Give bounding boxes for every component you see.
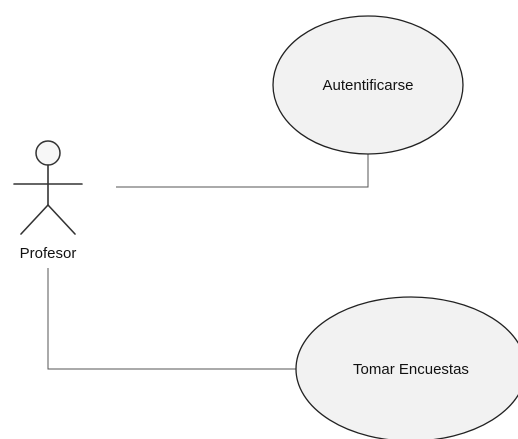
association-line-tomar-encuestas [47,268,296,370]
actor-label: Profesor [20,245,77,262]
usecase-autentificarse[interactable]: Autentificarse [272,15,464,155]
actor-profesor[interactable]: Profesor [13,140,83,262]
usecase-ellipse [272,15,464,155]
actor-left-leg [20,204,49,235]
usecase-ellipse [295,296,518,439]
actor-head [35,140,61,166]
usecase-label: Autentificarse [323,77,414,94]
usecase-tomar-encuestas[interactable]: Tomar Encuestas [295,296,518,439]
association-line-autentificarse [116,153,369,188]
usecase-label: Tomar Encuestas [353,361,469,378]
actor-right-leg [47,204,76,235]
